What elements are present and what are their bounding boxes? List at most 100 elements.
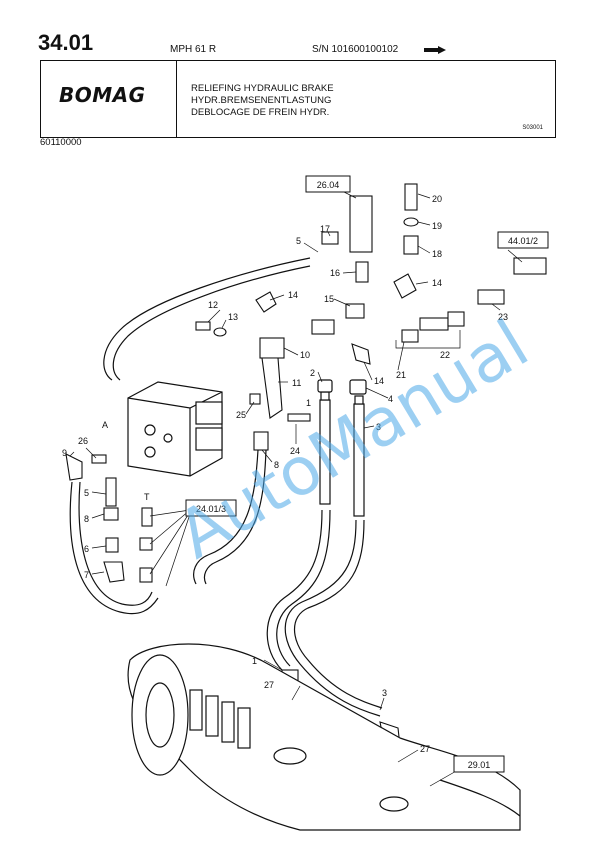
leader-26 [85, 447, 97, 459]
hose-1 [266, 509, 323, 671]
arrow-right-icon [424, 46, 446, 54]
port-label-a: A [102, 420, 108, 430]
bomag-logo: BOMAG [59, 83, 146, 107]
leader-10 [283, 347, 299, 356]
bracket-22 [395, 330, 461, 349]
washer-19 [403, 217, 419, 227]
callout-21: 21 [396, 370, 406, 380]
brake-hub [145, 682, 175, 748]
port-27-left [273, 747, 307, 765]
callout-14-mid: 14 [374, 376, 384, 386]
nipple-26 [91, 454, 107, 464]
fitting-4 [317, 379, 333, 393]
housing-body [127, 643, 521, 831]
leader-3-top [363, 425, 375, 429]
port-label-t: T [144, 492, 150, 502]
hose-5-upper [103, 257, 311, 381]
fitting-23 [477, 289, 505, 305]
bracket-11 [261, 357, 283, 419]
callout-18: 18 [432, 249, 442, 259]
ref-26-04: 26.04 [317, 180, 340, 190]
fitting-16 [355, 261, 369, 283]
pipe-3-nut [354, 395, 364, 405]
callout-8-left: 8 [84, 514, 89, 524]
callout-24: 24 [290, 446, 300, 456]
tee-2 [311, 319, 335, 335]
ref-24-01: 24.01/3 [196, 504, 226, 514]
callout-20: 20 [432, 194, 442, 204]
leader-2 [317, 371, 323, 383]
pipe-group [317, 379, 367, 517]
callout-10: 10 [300, 350, 310, 360]
leader-44-01 [507, 249, 523, 263]
screw-24 [287, 413, 311, 422]
ref-box-24-01 [185, 499, 237, 517]
leader-14-right [415, 281, 429, 285]
leader-23 [491, 303, 501, 311]
leader-27-left [291, 685, 301, 701]
valve-port-3 [163, 433, 173, 443]
leader-13 [221, 319, 227, 329]
leader-27-right [397, 749, 419, 763]
callout-17: 17 [320, 224, 330, 234]
callout-15: 15 [324, 294, 334, 304]
sensor-20 [404, 183, 418, 211]
block-10 [259, 337, 285, 359]
callout-2: 2 [310, 368, 315, 378]
leader-3-low [379, 697, 385, 711]
leader-24-01-d [165, 513, 191, 587]
axle-housing [127, 643, 521, 831]
leader-8-right [261, 449, 273, 463]
leader-19 [417, 221, 431, 226]
fitting-t-3 [139, 567, 153, 583]
elbow-14-right [393, 273, 417, 299]
hose-group [69, 257, 383, 717]
callout-7: 7 [84, 570, 89, 580]
ref-box-29-01 [453, 755, 505, 773]
leader-7 [91, 571, 105, 575]
hose-8-left [69, 481, 159, 615]
model-label: MPH 61 R [170, 44, 217, 55]
leader-15 [333, 298, 351, 307]
leader-14-left [269, 294, 285, 301]
leader-9 [69, 451, 75, 457]
callout-9: 9 [62, 448, 67, 458]
solenoid-1 [195, 401, 223, 425]
hose-1-inner [276, 509, 331, 667]
title-french: DEBLOCAGE DE FREIN HYDR. [191, 107, 330, 118]
leader-29-01 [429, 769, 459, 787]
leader-20 [417, 193, 431, 199]
elbow-7 [103, 561, 125, 583]
leader-24-01-b [149, 509, 191, 545]
callout-14-right: 14 [432, 278, 442, 288]
fitting-t [141, 507, 153, 527]
hose-8-left-inner [78, 481, 153, 606]
hose-5-upper-inner [112, 265, 311, 381]
callout-27-left: 27 [264, 680, 274, 690]
washer-13 [213, 327, 227, 337]
title-german: HYDR.BREMSENENTLASTUNG [191, 95, 332, 106]
valve-port-2 [144, 446, 156, 458]
leader-16 [342, 271, 357, 274]
nut-22 [447, 311, 465, 327]
fitting-17 [321, 231, 339, 245]
hose-3 [284, 519, 381, 717]
cooling-fins [189, 689, 251, 749]
title-box: BOMAG RELIEFING HYDRAULIC BRAKE HYDR.BRE… [40, 60, 556, 138]
leader-21 [397, 341, 405, 371]
leader-4 [365, 387, 389, 399]
leader-25 [245, 401, 255, 415]
callout-26: 26 [78, 436, 88, 446]
valve-port [144, 424, 156, 436]
tube-22 [419, 317, 449, 331]
hose-8-right-inner [203, 449, 267, 585]
callout-27-right: 27 [420, 744, 430, 754]
valve-block [127, 381, 223, 477]
leader-14-mid [363, 361, 373, 381]
callout-19: 19 [432, 221, 442, 231]
fin [221, 701, 235, 743]
tube-5 [105, 477, 117, 507]
fitting-t-2 [139, 537, 153, 551]
serial-number: S/N 101600100102 [312, 44, 399, 55]
